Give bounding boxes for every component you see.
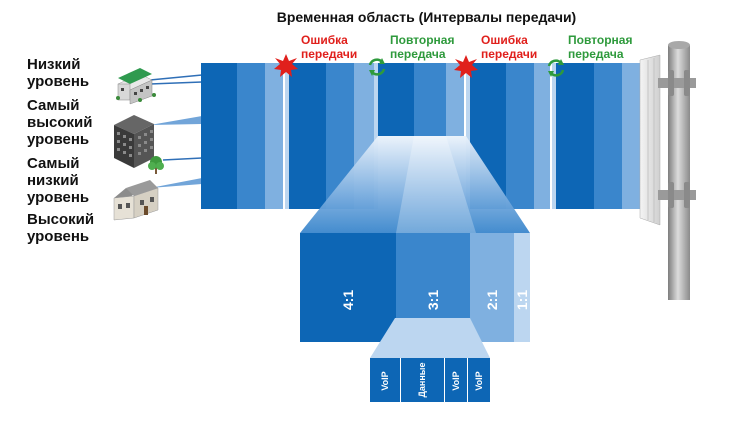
level-text: Самый низкий уровень — [27, 155, 90, 206]
level-label-low: Низкий уровень — [27, 56, 89, 90]
service-block — [370, 358, 490, 402]
retransmit-arrow-icon — [368, 58, 386, 76]
service-label-voip: VoIP — [451, 371, 461, 391]
service-label-data: Данные — [417, 362, 427, 398]
retransmit-arrow-icon — [547, 59, 565, 77]
tree-icon — [148, 156, 164, 174]
building-green-roof-icon — [116, 68, 156, 105]
retransmit-label-1: Повторная передача — [390, 33, 455, 61]
level-label-high: Высокий уровень — [27, 211, 94, 245]
antenna-mast-icon — [639, 41, 696, 300]
error-burst-icon — [274, 54, 298, 77]
funnel — [300, 136, 530, 233]
ratio-label-1-1: 1:1 — [514, 289, 530, 311]
level-label-highest: Самый высокий уровень — [27, 97, 93, 148]
error-label-2: Ошибка передачи — [481, 33, 538, 61]
service-funnel — [370, 318, 490, 358]
service-label-voip: VoIP — [380, 371, 390, 391]
error-burst-icon — [454, 55, 478, 78]
retransmit-label-2: Повторная передача — [568, 33, 633, 61]
ratio-label-2-1: 2:1 — [484, 289, 500, 311]
house-icon — [113, 180, 159, 221]
service-label-voip: VoIP — [474, 371, 484, 391]
beam-lines — [149, 74, 203, 188]
ratio-label-3-1: 3:1 — [425, 289, 441, 311]
level-label-lowest: Самый низкий уровень — [27, 155, 89, 206]
level-text: Высокий уровень — [27, 211, 95, 245]
ratio-label-4-1: 4:1 — [340, 289, 356, 311]
level-text: Низкий уровень — [27, 56, 90, 90]
diagram-title: Временная область (Интервалы передачи) — [276, 9, 577, 25]
level-text: Самый высокий уровень — [27, 97, 93, 148]
office-tower-icon — [114, 115, 154, 168]
error-label-1: Ошибка передачи — [301, 33, 358, 61]
